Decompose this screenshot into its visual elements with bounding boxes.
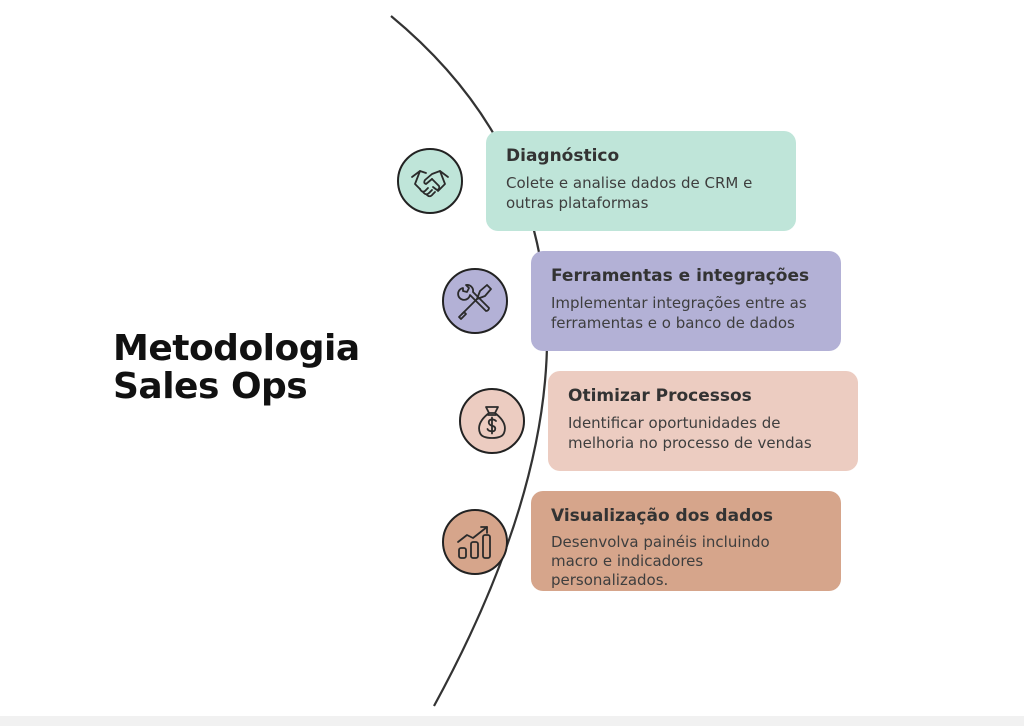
step-icon-otimizar xyxy=(459,388,525,454)
title-line-2: Sales Ops xyxy=(113,366,308,407)
step-icon-visualizacao xyxy=(442,509,508,575)
step-card-diagnostico: Diagnóstico Colete e analise dados de CR… xyxy=(486,131,796,231)
step-title: Diagnóstico xyxy=(506,146,620,166)
step-description: Implementar integrações entre as ferrame… xyxy=(551,294,807,332)
step-description: Colete e analise dados de CRM e outras p… xyxy=(506,174,753,212)
step-title: Otimizar Processos xyxy=(568,386,752,406)
step-card-ferramentas: Ferramentas e integrações Implementar in… xyxy=(531,251,841,351)
connector-arc xyxy=(390,15,549,707)
bottom-strip xyxy=(0,716,1024,726)
step-title: Ferramentas e integrações xyxy=(551,266,810,286)
step-description: Desenvolva painéis incluindo macro e ind… xyxy=(551,533,770,589)
step-card-otimizar: Otimizar Processos Identificar oportunid… xyxy=(548,371,858,471)
step-description: Identificar oportunidades de melhoria no… xyxy=(568,414,812,452)
step-card-visualizacao: Visualização dos dados Desenvolva painéi… xyxy=(531,491,841,591)
money-bag-icon xyxy=(478,406,506,439)
handshake-icon xyxy=(411,170,449,198)
page-title: Metodologia Sales Ops xyxy=(113,330,413,406)
tools-icon xyxy=(457,284,492,320)
step-icon-diagnostico xyxy=(397,148,463,214)
growth-chart-icon xyxy=(457,526,491,559)
step-icon-ferramentas xyxy=(442,268,508,334)
title-line-1: Metodologia xyxy=(113,328,360,369)
step-title: Visualização dos dados xyxy=(551,506,774,526)
